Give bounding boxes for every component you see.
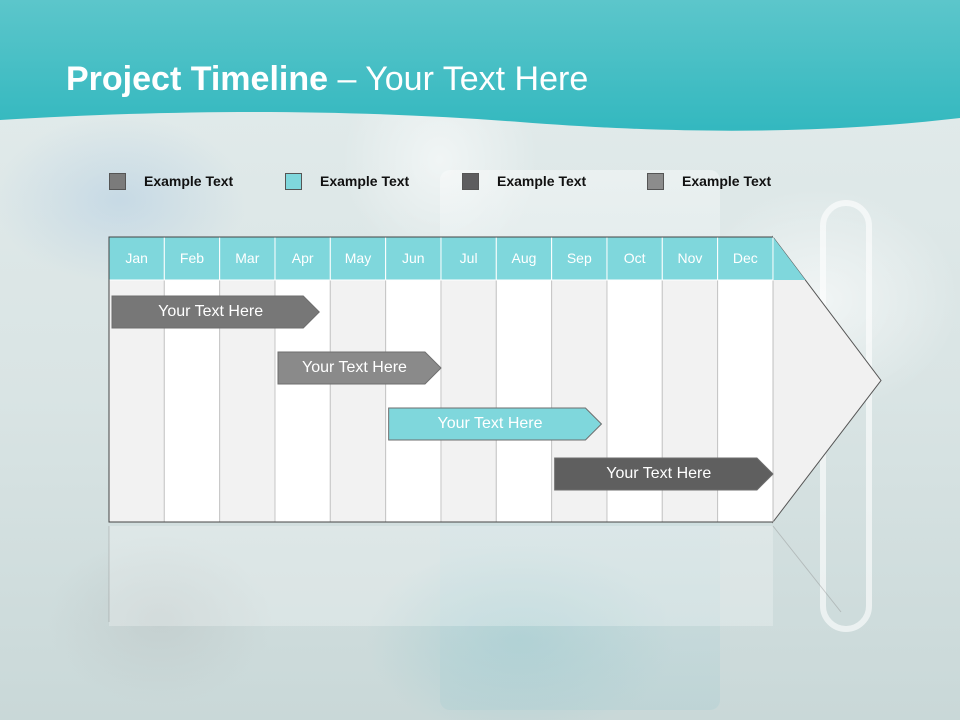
month-column [329, 279, 387, 523]
task-bar [388, 407, 603, 441]
legend-label: Example Text [497, 173, 587, 189]
task-label: Your Text Here [302, 359, 407, 376]
legend-item-1: Example Text [109, 171, 233, 191]
month-header-cell [219, 236, 276, 281]
page-title: Project Timeline – Your Text Here [66, 60, 588, 99]
month-header-cell [661, 236, 719, 281]
month-column [495, 279, 553, 523]
legend-swatch [285, 172, 302, 190]
month-label: Apr [291, 250, 314, 266]
month-header-cell [274, 236, 331, 281]
legend-item-4: Example Text [647, 171, 771, 191]
month-label: Jun [402, 250, 425, 266]
legend-label: Example Text [682, 173, 772, 189]
legend-swatch [109, 172, 126, 190]
task-bar [554, 457, 774, 491]
task-bar [277, 351, 442, 385]
month-label: Nov [677, 250, 703, 266]
legend-label: Example Text [144, 173, 234, 189]
legend-label: Example Text [320, 173, 410, 189]
month-label: Sep [566, 250, 592, 266]
task-label: Your Text Here [437, 415, 543, 432]
legend-item-2: Example Text [285, 171, 409, 191]
title-bold: Project Timeline [66, 60, 329, 98]
month-column [385, 279, 442, 523]
month-header-cell [551, 236, 608, 281]
task-label: Your Text Here [606, 465, 712, 482]
task-label: Your Text Here [158, 303, 264, 320]
month-label: Dec [732, 250, 758, 266]
month-label: Feb [179, 250, 205, 266]
chart-reflection [109, 526, 773, 626]
legend-swatch [647, 172, 664, 190]
timeline-frame [108, 236, 773, 523]
legend-swatch [462, 172, 479, 190]
month-label: May [344, 250, 372, 266]
arrow-head-header [772, 237, 806, 280]
legend-item-3: Example Text [462, 171, 586, 191]
month-header-cell [606, 236, 663, 281]
month-header-cell [329, 236, 387, 281]
header-wave [0, 0, 960, 131]
month-column [440, 279, 497, 523]
month-header-cell [385, 236, 442, 281]
task-bar [111, 295, 320, 329]
month-label: Aug [511, 250, 537, 266]
month-header-cell [163, 236, 221, 281]
month-label: Oct [623, 250, 646, 266]
header-band [0, 0, 960, 131]
title-rest: – Your Text Here [328, 60, 589, 98]
month-label: Jan [125, 250, 148, 266]
reflection-edge [772, 525, 842, 613]
month-label: Jul [459, 250, 478, 266]
month-label: Mar [235, 250, 260, 266]
